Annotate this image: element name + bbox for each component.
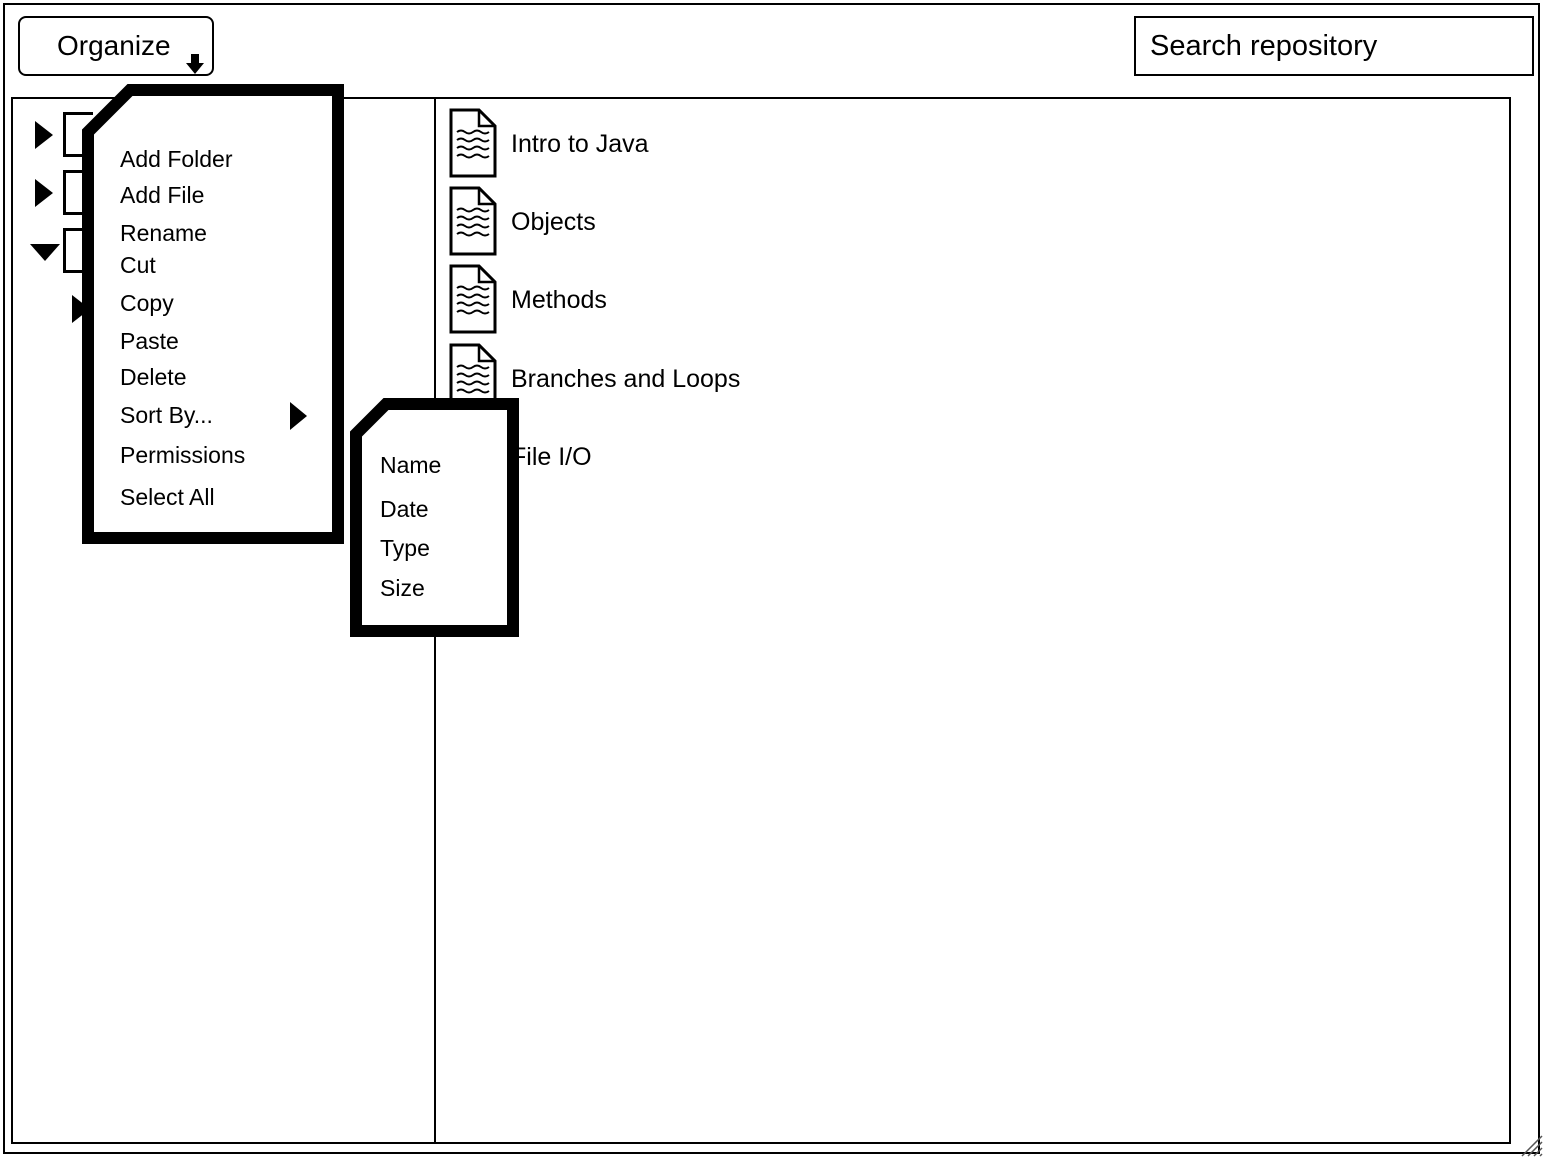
search-box[interactable] [1134,16,1534,76]
file-name: Objects [511,208,596,236]
file-name: Branches and Loops [511,365,741,393]
main-pane [11,97,1511,1144]
menu-item-select-all[interactable]: Select All [120,484,215,510]
sort-option-date[interactable]: Date [380,496,429,522]
context-menu-frame [82,84,344,544]
menu-item-add-file[interactable]: Add File [120,182,205,208]
menu-item-cut[interactable]: Cut [120,252,156,278]
menu-item-paste[interactable]: Paste [120,328,179,354]
tree-row[interactable] [30,166,93,218]
document-icon [449,186,497,256]
tree-row[interactable] [30,108,93,160]
sort-option-type[interactable]: Type [380,535,430,561]
file-item[interactable]: Branches and Loops [449,343,1049,413]
menu-item-add-folder[interactable]: Add Folder [120,146,233,172]
context-menu: Add Folder Add File Rename Cut Copy Past… [82,84,346,546]
tree-row[interactable] [70,290,100,330]
file-name: File I/O [511,443,592,471]
file-item[interactable]: Methods [449,264,1049,334]
resize-grip-icon[interactable] [1516,1130,1544,1158]
sort-option-name[interactable]: Name [380,452,442,478]
file-item[interactable]: File I/O [449,421,1049,491]
expand-arrow-icon[interactable] [35,179,53,207]
file-name: Intro to Java [511,130,649,158]
organize-button-label: Organize [57,30,171,61]
file-item[interactable]: Objects [449,186,1049,256]
sort-submenu: Name Date Type Size [350,398,520,638]
expand-arrow-icon[interactable] [35,121,53,149]
menu-item-delete[interactable]: Delete [120,364,187,390]
search-input[interactable] [1150,26,1520,66]
file-name: Methods [511,286,607,314]
tree-row[interactable] [30,224,93,276]
menu-item-sort-by[interactable]: Sort By... [120,402,213,428]
organize-button[interactable]: Organize [18,16,214,76]
sort-submenu-frame [350,398,519,637]
menu-item-permissions[interactable]: Permissions [120,442,246,468]
expand-arrow-icon[interactable] [72,295,90,323]
down-arrow-icon [186,54,204,74]
menu-item-copy[interactable]: Copy [120,290,174,316]
document-icon [449,264,497,334]
menu-item-rename[interactable]: Rename [120,220,207,246]
document-icon [449,108,497,178]
collapse-arrow-icon[interactable] [30,244,60,261]
file-item[interactable]: Intro to Java [449,108,1049,178]
submenu-arrow-icon [290,402,307,430]
sort-option-size[interactable]: Size [380,575,425,601]
